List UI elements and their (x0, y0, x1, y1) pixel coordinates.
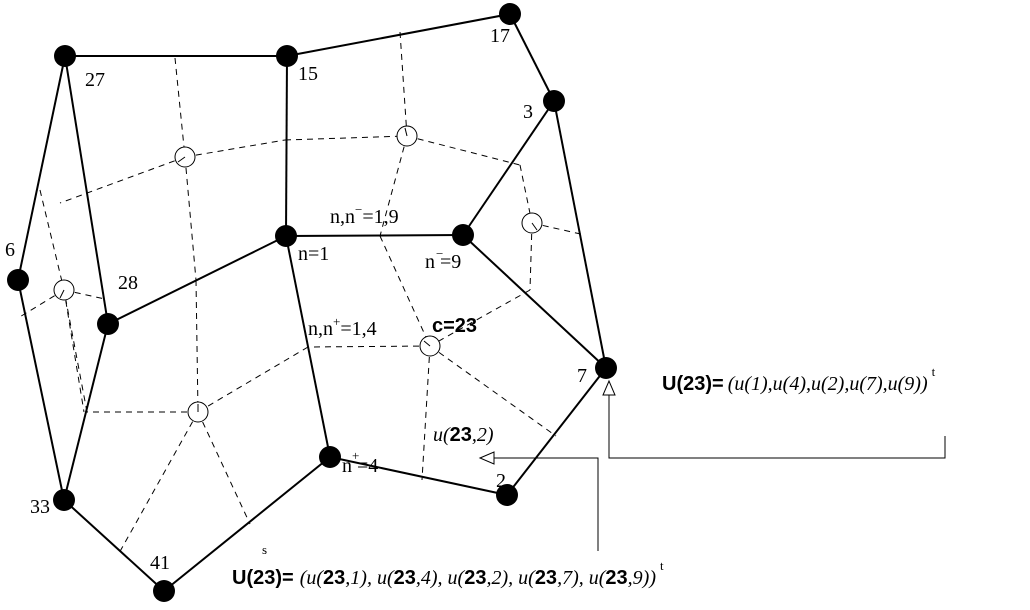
node-7 (595, 357, 617, 379)
node-label-17: 17 (490, 25, 510, 47)
formula-us-arrowhead (478, 451, 495, 465)
node-4 (319, 446, 341, 468)
node-9 (452, 224, 474, 246)
node-3 (543, 90, 565, 112)
node-17 (499, 3, 521, 25)
formula-u: U(23)=(u(1),u(4),u(2),u(7),u(9))t (602, 364, 946, 459)
formula-u-arrow (608, 393, 946, 459)
node-label-33: 33 (30, 496, 50, 518)
node-label-9: n =9 (425, 251, 461, 273)
node-label-7: 7 (577, 365, 587, 387)
primal-nodes (7, 3, 617, 602)
node-label-41: 41 (150, 552, 170, 574)
dual-cell-centers (53, 125, 543, 423)
node-41 (153, 580, 175, 602)
edge-plus-label: n,n+=1,4 (308, 314, 377, 340)
node-label-4: n =4 (342, 455, 378, 477)
formula-us: s U(23)=(u(23,1), u(23,4), u(23,2), u(23… (232, 451, 664, 589)
node-33 (53, 489, 75, 511)
node-label-2: 2 (496, 470, 506, 492)
node-label-6: 6 (5, 239, 15, 261)
node-15 (276, 45, 298, 67)
node-labels: 27 15 17 3 6 28 n=1 n =9 − 7 n =4 + 2 33… (5, 25, 587, 574)
node-2 (496, 484, 518, 506)
annotations: n,n−=1,9 n,n+=1,4 c=23 u(23,2) (308, 202, 494, 446)
face-value-label: u(23,2) (433, 424, 494, 446)
node-label-3: 3 (523, 101, 533, 123)
primal-mesh-edges (17, 13, 607, 592)
node-label-1: n=1 (298, 243, 329, 265)
formula-u-arrowhead (602, 379, 616, 396)
node-label-27: 27 (85, 69, 105, 91)
node-1 (275, 225, 297, 247)
formula-u-text: U(23)=(u(1),u(4),u(2),u(7),u(9))t (662, 364, 936, 395)
cell-center-label: c=23 (432, 315, 477, 337)
node-27 (54, 45, 76, 67)
node-6 (7, 269, 29, 291)
formula-us-sup: s (262, 542, 267, 557)
formula-us-text: U(23)=(u(23,1), u(23,4), u(23,2), u(23,7… (232, 558, 664, 589)
formula-us-arrow (494, 457, 599, 551)
dual-center-ticks (59, 127, 538, 412)
node-label-28: 28 (118, 272, 138, 294)
node-label-4-sup: + (352, 448, 359, 463)
node-label-15: 15 (298, 63, 318, 85)
edge-minus-label: n,n−=1,9 (330, 202, 399, 228)
node-label-9-sup: − (436, 246, 443, 261)
node-28 (97, 313, 119, 335)
